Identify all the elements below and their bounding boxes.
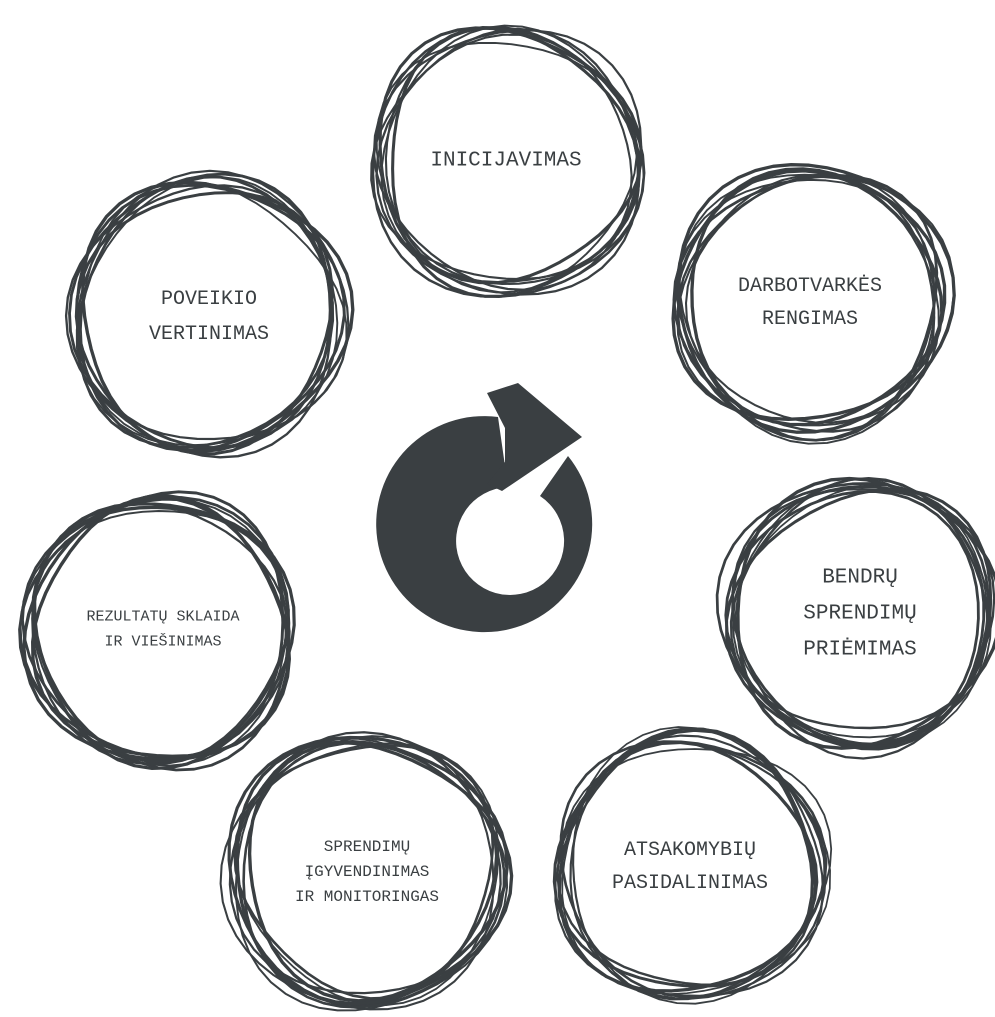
- scribble-stroke: [21, 496, 291, 772]
- scribble-stroke: [75, 176, 339, 449]
- stage-label-agenda-line-2: RENGIMAS: [762, 308, 858, 331]
- stage-label-dissemination-line-2: IR VIEŠINIMAS: [104, 632, 221, 650]
- scribble-stroke: [81, 180, 355, 453]
- scribble-stroke: [732, 478, 992, 739]
- scribble-stroke: [391, 25, 640, 298]
- scribble-circle-initiation: [370, 24, 646, 298]
- scribble-circle-impact: [64, 169, 355, 459]
- stage-initiation: INICIJAVIMAS: [370, 24, 646, 298]
- stage-label-impact-line-2: VERTINIMAS: [149, 323, 269, 346]
- scribble-stroke: [375, 27, 640, 296]
- scribble-stroke: [233, 744, 495, 1000]
- scribble-stroke: [235, 742, 500, 1007]
- stage-label-responsibility-line-1: ATSAKOMYBIŲ: [624, 839, 756, 862]
- stages-layer: INICIJAVIMAS DARBOTVARKĖS RENGIMAS BENDRŲ SP…: [18, 24, 995, 1012]
- stage-label-implementation-line-2: ĮGYVENDINIMAS: [305, 863, 430, 881]
- scribble-stroke: [690, 167, 947, 427]
- scribble-stroke: [684, 173, 936, 424]
- scribble-circle-implementation: [219, 731, 514, 1012]
- scribble-circle-dissemination: [18, 490, 296, 772]
- scribble-stroke: [736, 476, 995, 750]
- scribble-circle-agenda: [671, 163, 956, 445]
- scribble-stroke: [75, 183, 346, 452]
- stage-impact: POVEIKIO VERTINIMAS: [64, 169, 355, 459]
- scribble-stroke: [715, 482, 990, 750]
- scribble-stroke: [31, 502, 291, 766]
- stage-label-joint-decisions-line-1: BENDRŲ: [822, 567, 898, 590]
- scribble-stroke: [247, 740, 509, 1003]
- scribble-stroke: [676, 163, 956, 434]
- stage-label-dissemination-line-1: REZULTATŲ SKLAIDA: [86, 608, 239, 625]
- scribble-circle-responsibility: [552, 726, 833, 1005]
- stage-responsibility: ATSAKOMYBIŲ PASIDALINIMAS: [552, 726, 833, 1005]
- scribble-circle-joint-decisions: [715, 476, 995, 760]
- stage-label-joint-decisions-line-2: SPRENDIMŲ: [803, 603, 916, 626]
- scribble-stroke: [235, 740, 514, 1006]
- scribble-stroke: [552, 727, 814, 988]
- stage-label-initiation-line-1: INICIJAVIMAS: [430, 150, 581, 173]
- stage-label-implementation-line-1: SPRENDIMŲ: [324, 838, 410, 856]
- stage-label-responsibility-line-2: PASIDALINIMAS: [612, 872, 768, 895]
- stage-label-joint-decisions-line-3: PRIĖMIMAS: [803, 639, 916, 662]
- stage-agenda: DARBOTVARKĖS RENGIMAS: [671, 163, 956, 445]
- scribble-stroke: [31, 494, 291, 758]
- stage-implementation: SPRENDIMŲ ĮGYVENDINIMAS IR MONITORINGAS: [219, 731, 514, 1012]
- stage-label-agenda-line-1: DARBOTVARKĖS: [738, 275, 882, 298]
- scribble-stroke: [675, 178, 936, 442]
- stage-label-implementation-line-3: IR MONITORINGAS: [295, 888, 439, 906]
- scribble-stroke: [380, 24, 642, 283]
- scribble-stroke: [672, 173, 939, 442]
- stage-dissemination: REZULTATŲ SKLAIDA IR VIEŠINIMAS: [18, 490, 296, 772]
- cycle-arrow-icon: [376, 383, 593, 633]
- stage-label-impact-line-1: POVEIKIO: [161, 288, 257, 311]
- scribble-stroke: [556, 729, 817, 986]
- stage-joint-decisions: BENDRŲ SPRENDIMŲ PRIĖMIMAS: [715, 476, 995, 760]
- scribble-stroke: [74, 191, 334, 456]
